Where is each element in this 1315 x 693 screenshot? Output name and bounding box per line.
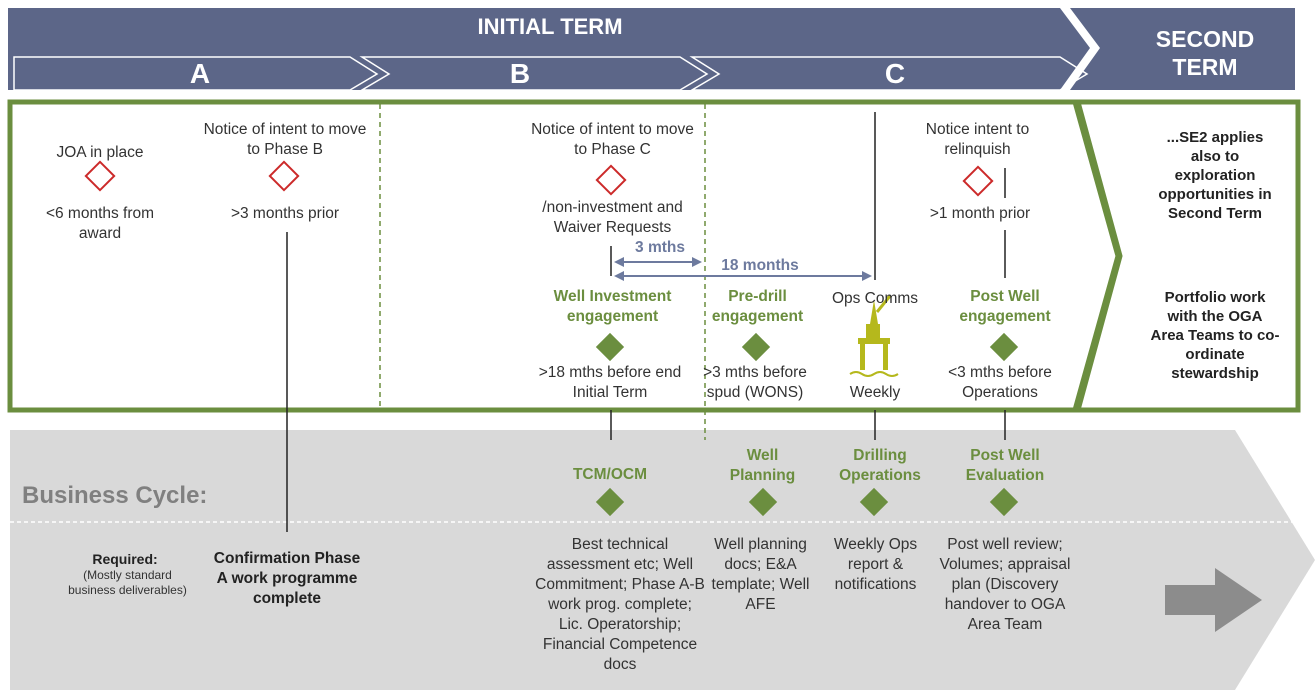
- span-18months-head-left-icon: [614, 271, 624, 281]
- span-18months-head-right-icon: [862, 271, 872, 281]
- tcm-icon: [595, 487, 625, 517]
- phase-a-chevron: [13, 56, 379, 91]
- oil-rig-icon: [849, 295, 899, 377]
- ops-comms-sub: Weekly: [849, 384, 901, 401]
- well-planning-icon: [748, 487, 778, 517]
- drilling-icon: [859, 487, 889, 517]
- span-3mths-head-left-icon: [614, 257, 624, 267]
- notice-b-label: Notice of intent to move to Phase B: [203, 121, 367, 158]
- well-investment-icon: [595, 332, 625, 362]
- second-term-title-2: TERM: [1172, 54, 1238, 80]
- business-band: [10, 430, 1315, 690]
- relinquish-sub: >1 month prior: [929, 205, 1031, 222]
- required-sub: (Mostly standard business deliverables): [68, 568, 187, 597]
- well-investment-label: Well Investment engagement: [553, 288, 672, 325]
- phase-a-label: A: [189, 58, 211, 89]
- confirmation-label: Confirmation Phase A work programme comp…: [213, 550, 361, 607]
- ops-comms-label: Ops Comms: [831, 290, 919, 307]
- well-investment-sub: >18 mths before end Initial Term: [538, 364, 682, 401]
- post-well-sub: <3 mths before Operations: [948, 364, 1052, 401]
- second-term-text-2: Portfolio work with the OGA Area Teams t…: [1150, 289, 1280, 382]
- business-cycle-title: Business Cycle:: [22, 482, 208, 509]
- notice-c-label: Notice of intent to move to Phase C: [531, 121, 694, 158]
- second-term-title-1: SECOND: [1155, 26, 1255, 52]
- span-18months-label: 18 months: [721, 257, 799, 274]
- notice-c-sub: /non-investment and Waiver Requests: [542, 199, 683, 236]
- relinquish-label: Notice intent to relinquish: [925, 121, 1030, 158]
- tcm-sub: Best technical assessment etc; Well Comm…: [535, 536, 705, 673]
- initial-term-banner: [8, 8, 1090, 90]
- initial-term-title: INITIAL TERM: [477, 14, 623, 39]
- notice-b-sub: >3 months prior: [230, 205, 340, 222]
- tcm-label: TCM/OCM: [572, 466, 648, 483]
- predrill-sub: >3 mths before spud (WONS): [703, 364, 807, 401]
- relinquish-milestone-icon: [962, 165, 994, 197]
- predrill-label: Pre-drill engagement: [711, 288, 804, 325]
- phase-c-label: C: [884, 58, 906, 89]
- span-3mths-label: 3 mths: [635, 239, 685, 256]
- second-term-box: [1074, 99, 1301, 413]
- progress-arrow-icon: [1165, 568, 1262, 632]
- well-planning-label: Well Planning: [729, 447, 796, 484]
- phase-c-chevron: [689, 56, 1089, 91]
- joa-milestone-icon: [84, 160, 116, 192]
- joa-label: JOA in place: [56, 144, 144, 161]
- predrill-icon: [741, 332, 771, 362]
- post-well-icon: [989, 332, 1019, 362]
- notice-b-milestone-icon: [268, 160, 300, 192]
- required-label: Required:: [92, 551, 158, 567]
- drilling-label: Drilling Operations: [839, 447, 921, 484]
- post-well-eval-icon: [989, 487, 1019, 517]
- second-term-text-1: ...SE2 applies also to exploration oppor…: [1158, 129, 1272, 222]
- post-well-label: Post Well engagement: [959, 288, 1051, 325]
- second-term-banner: [1070, 8, 1295, 90]
- drilling-sub: Weekly Ops report & notifications: [833, 536, 918, 593]
- span-3mths-head-right-icon: [692, 257, 702, 267]
- phase-b-chevron: [359, 56, 709, 91]
- post-well-eval-label: Post Well Evaluation: [965, 447, 1045, 484]
- notice-c-milestone-icon: [595, 164, 627, 196]
- phase-b-label: B: [509, 58, 531, 89]
- joa-sub: <6 months from award: [45, 205, 155, 242]
- well-planning-sub: Well planning docs; E&A template; Well A…: [711, 536, 810, 613]
- post-well-eval-sub: Post well review; Volumes; appraisal pla…: [939, 536, 1071, 633]
